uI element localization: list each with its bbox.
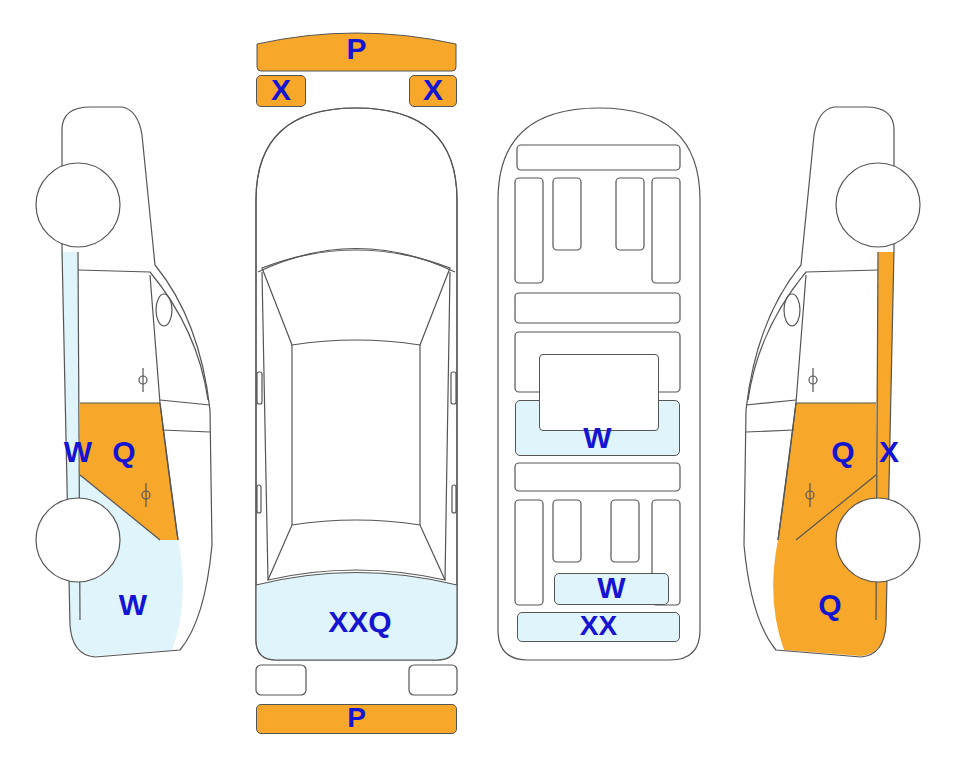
damage-code: W — [583, 423, 611, 453]
left-side-view — [36, 107, 212, 657]
top-view — [256, 108, 457, 695]
damage-code: X — [423, 75, 443, 105]
damage-code: P — [346, 34, 366, 64]
damage-code: W — [597, 573, 625, 603]
damage-panel: W — [554, 573, 669, 605]
damage-panel: X — [256, 75, 306, 107]
damage-panel: X — [409, 75, 457, 107]
damage-code: W — [64, 437, 92, 467]
underside-view — [498, 108, 700, 660]
damage-code: XXQ — [328, 607, 391, 637]
damage-panel: W — [515, 400, 680, 456]
damage-code: Q — [831, 437, 854, 467]
damage-panel: XX — [517, 612, 680, 642]
damage-code: XX — [580, 612, 617, 640]
damage-panel: P — [256, 704, 457, 734]
damage-code: W — [119, 590, 147, 620]
damage-code: P — [347, 704, 366, 732]
damage-code: Q — [112, 437, 135, 467]
damage-code: X — [879, 437, 899, 467]
right-side-view — [744, 107, 920, 657]
engine-plate — [539, 354, 659, 431]
damage-code: Q — [818, 590, 841, 620]
damage-code: X — [271, 75, 291, 105]
damage-panel: P — [256, 28, 457, 72]
